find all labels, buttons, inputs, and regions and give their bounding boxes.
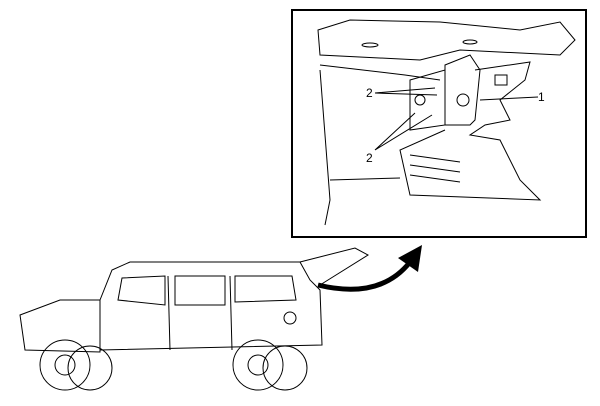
door-seams [167, 275, 233, 351]
vehicle-hummer [19, 247, 369, 391]
rear-wheel [232, 339, 284, 391]
body-edge [319, 69, 401, 226]
open-liftgate [299, 247, 369, 286]
latch [494, 74, 508, 86]
leader-2-lower [374, 112, 433, 151]
front-hub [54, 354, 76, 376]
trim-panel [444, 54, 481, 126]
dome-light [462, 39, 478, 45]
inset-border [291, 9, 587, 238]
callout-2-lower: 2 [366, 151, 373, 165]
callout-2-upper: 2 [366, 86, 373, 100]
rear-hub [247, 354, 269, 376]
vehicle-body [99, 261, 323, 351]
front-wheel-rear [67, 345, 113, 391]
trim-ribs [409, 154, 461, 183]
mounting-bracket [409, 69, 446, 131]
windows [117, 275, 297, 306]
rear-wheel-far [262, 345, 308, 391]
fuel-door [283, 311, 297, 325]
dome-light [361, 42, 379, 48]
leader-1 [479, 96, 539, 101]
pointer-arrow [317, 245, 422, 292]
callout-1: 1 [538, 90, 545, 104]
headliner [317, 19, 576, 61]
roof-rail [319, 64, 441, 81]
front-wheel [39, 339, 91, 391]
hood-front [19, 299, 101, 353]
speaker-grille [456, 93, 470, 107]
leader-2-upper [374, 87, 438, 96]
fastener-hole [414, 94, 426, 106]
detail-inset: 2 1 2 [291, 9, 587, 238]
quarter-trim [399, 61, 542, 201]
